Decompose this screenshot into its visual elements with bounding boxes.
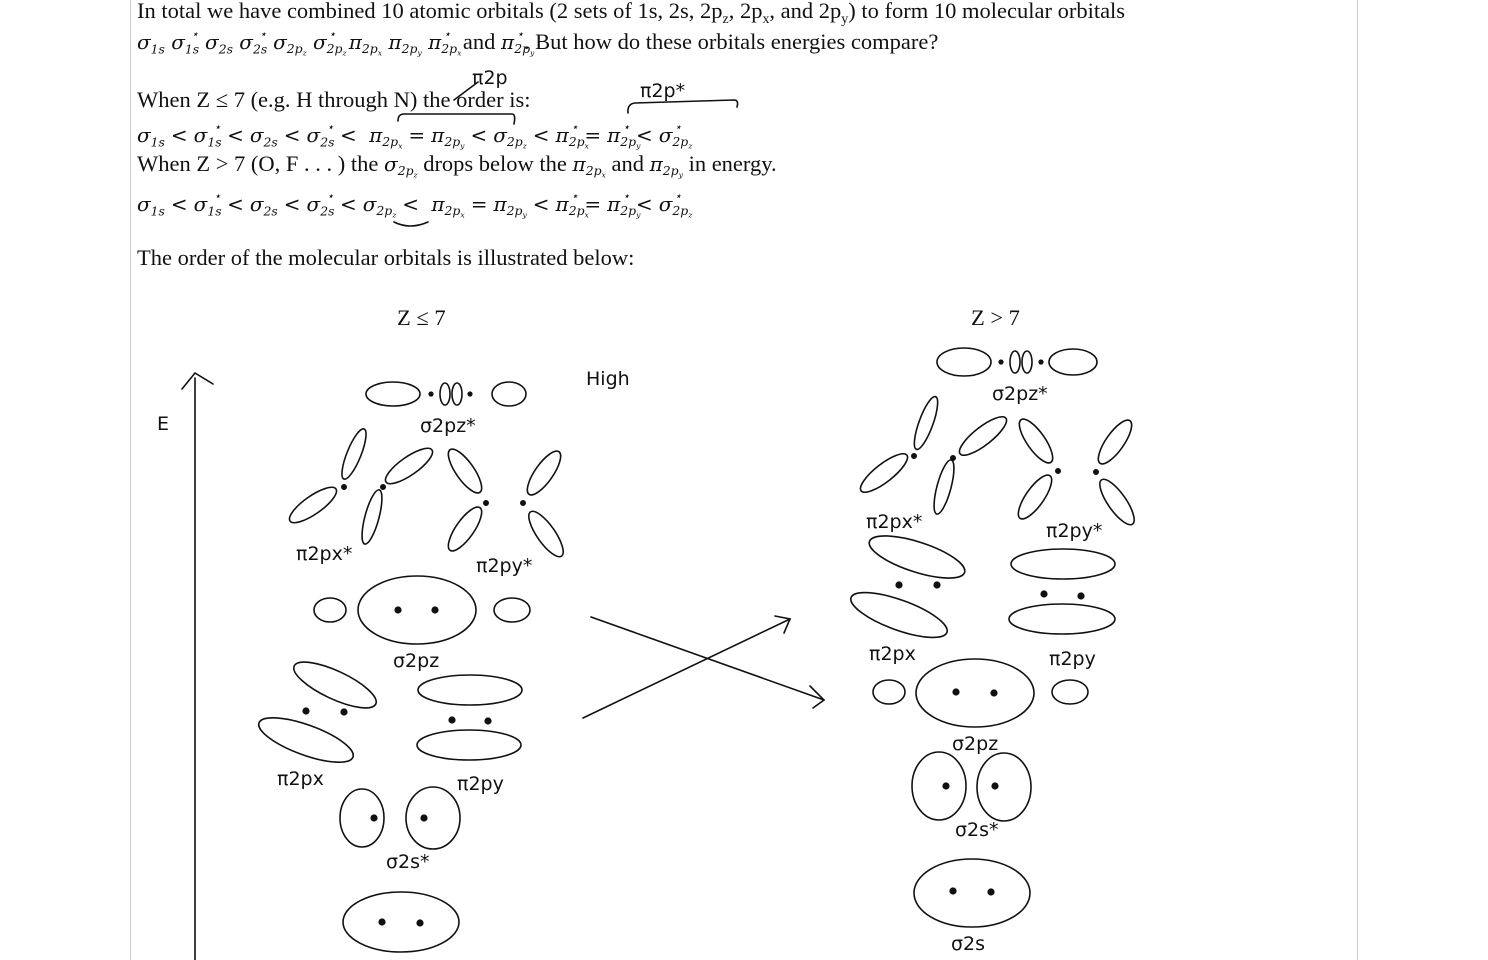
sub-x: x bbox=[762, 11, 770, 27]
sub-y: y bbox=[841, 11, 849, 27]
left-label-pi2py: π2py bbox=[457, 773, 504, 795]
pi2p-star-note: π2p* bbox=[640, 80, 685, 102]
left-pi2px-star: π2px* bbox=[288, 428, 434, 565]
left-pi2py: π2py bbox=[416, 674, 523, 795]
high-note: High bbox=[586, 368, 630, 390]
left-label-sigma2s-star: σ2s* bbox=[386, 851, 430, 873]
left-sigma2pz: σ2pz bbox=[313, 575, 531, 672]
orbital-list-line: σ1s σ1s⋆ σ2s σ2s⋆ σ2pz σ2pz⋆ π2px π2py π… bbox=[137, 28, 938, 58]
left-sigma2s-star: σ2s* bbox=[339, 786, 461, 873]
left-label-pi2px-star: π2px* bbox=[296, 543, 352, 565]
order-high-z-math: σ1s<σ1s⋆<σ2s<σ2s⋆<σ2pz< π2px=π2py<π2px⋆=… bbox=[137, 189, 693, 220]
orbital-list-math: σ1s σ1s⋆ σ2s σ2s⋆ σ2pz σ2pz⋆ π2px π2py π… bbox=[137, 27, 462, 58]
right-label-sigma2s-star: σ2s* bbox=[955, 819, 999, 841]
left-label-sigma2pz-star: σ2pz* bbox=[420, 415, 476, 437]
left-sigma2pz-star: σ2pz* bbox=[365, 381, 527, 437]
question-text: . But how do these orbitals energies com… bbox=[523, 28, 939, 54]
right-pi2px: π2px bbox=[850, 535, 966, 665]
left-pi2py-star: π2py* bbox=[447, 448, 564, 577]
order-low-z-math: σ1s<σ1s⋆<σ2s<σ2s⋆< π2px=π2py<σ2pz<π2px⋆=… bbox=[137, 120, 693, 151]
pi2py-star-math: π2py⋆ bbox=[501, 27, 535, 58]
left-sigma2s bbox=[342, 891, 460, 953]
crossing-arrows bbox=[582, 615, 826, 719]
right-label-pi2py: π2py bbox=[1049, 648, 1096, 670]
bracket-pi2p-star bbox=[627, 99, 739, 114]
pi2p-note: π2p bbox=[472, 67, 508, 89]
high-z-text-c: and bbox=[611, 151, 644, 176]
right-label-pi2px: π2px bbox=[869, 643, 916, 665]
left-label-pi2py-star: π2py* bbox=[476, 555, 532, 577]
high-z-text-a: When Z > 7 (O, F . . . ) the bbox=[137, 151, 379, 176]
energy-label: E bbox=[157, 413, 169, 435]
right-pi2py: π2py bbox=[1008, 548, 1116, 670]
intro-text-b: , 2p bbox=[728, 0, 763, 23]
order-illustration-intro: The order of the molecular orbitals is i… bbox=[137, 245, 635, 270]
high-z-text-d: in energy. bbox=[688, 151, 777, 176]
right-sigma2pz: σ2pz bbox=[872, 658, 1089, 755]
right-sigma2s: σ2s bbox=[913, 858, 1031, 955]
strike-mark bbox=[453, 81, 479, 101]
right-label-pi2px-star: π2px* bbox=[866, 511, 922, 533]
right-label-sigma2pz: σ2pz bbox=[952, 733, 998, 755]
left-label-pi2px: π2px bbox=[277, 768, 324, 790]
intro-line: In total we have combined 10 atomic orbi… bbox=[137, 0, 1125, 27]
sub-z: z bbox=[722, 11, 729, 27]
axis-arrowhead bbox=[181, 371, 214, 390]
bracket-pi2p bbox=[397, 113, 516, 125]
right-label-pi2py-star: π2py* bbox=[1046, 520, 1102, 542]
right-pi2px-star: π2px* bbox=[859, 395, 1008, 533]
pen-annotations: π2p π2p* High bbox=[393, 67, 739, 390]
intro-text-a: In total we have combined 10 atomic orbi… bbox=[137, 0, 723, 23]
order-high-z-heading: When Z > 7 (O, F . . . ) the σ2pz drops … bbox=[137, 151, 777, 181]
label-low-z: Z ≤ 7 bbox=[397, 305, 446, 330]
right-pi2py-star: π2py* bbox=[1017, 418, 1135, 542]
left-label-sigma2pz: σ2pz bbox=[393, 650, 439, 672]
label-high-z: Z > 7 bbox=[971, 305, 1020, 330]
page-left-border bbox=[130, 0, 131, 960]
underline-sigma2pz bbox=[393, 221, 429, 227]
order-low-z-heading: When Z ≤ 7 (e.g. H through N) the order … bbox=[137, 87, 531, 112]
page-right-border bbox=[1357, 0, 1358, 960]
energy-axis: E bbox=[157, 371, 214, 960]
right-sigma2pz-star: σ2pz* bbox=[936, 347, 1098, 405]
left-pi2px: π2px bbox=[257, 661, 378, 790]
intro-text-c: , and 2p bbox=[769, 0, 842, 23]
right-sigma2s-star: σ2s* bbox=[911, 751, 1032, 841]
right-label-sigma2s: σ2s bbox=[951, 933, 985, 955]
intro-text-d: ) to form 10 molecular orbitals bbox=[848, 0, 1126, 23]
right-label-sigma2pz-star: σ2pz* bbox=[992, 383, 1048, 405]
and-word: and bbox=[462, 28, 496, 54]
high-z-text-b: drops below the bbox=[423, 151, 567, 176]
